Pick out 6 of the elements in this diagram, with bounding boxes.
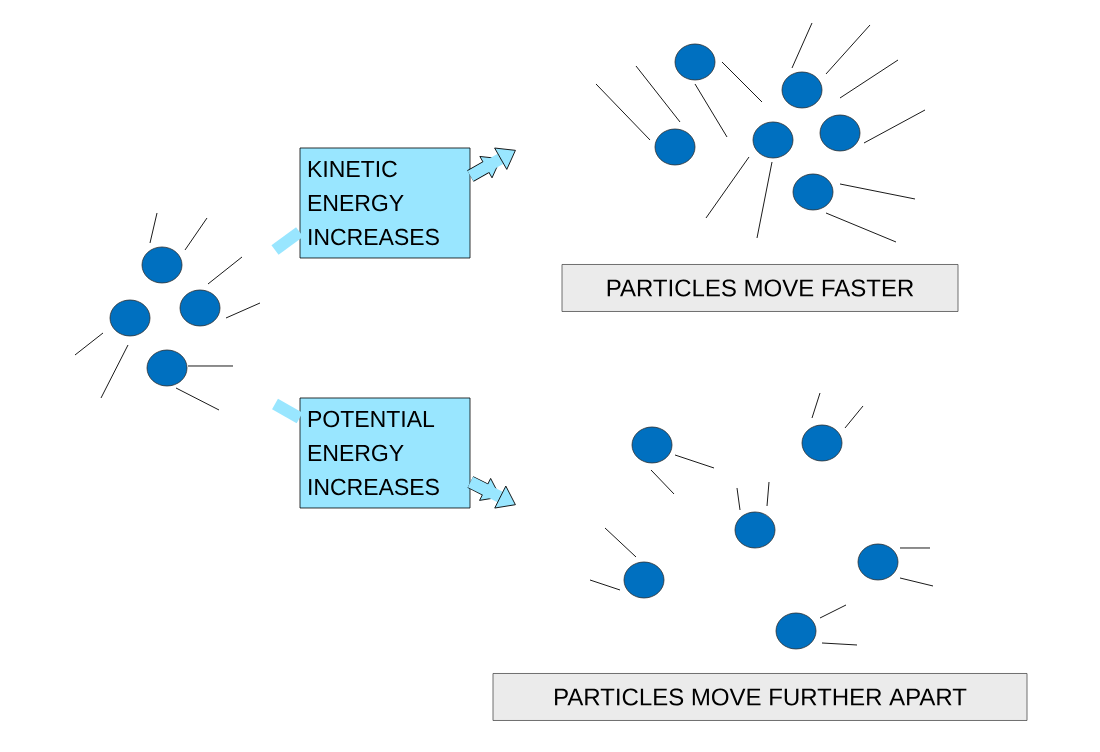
arrow: [467, 476, 516, 509]
statement-box: PARTICLES MOVE FASTER: [561, 264, 959, 312]
energy-box: KINETIC ENERGY INCREASES: [299, 147, 471, 259]
energy-box: POTENTIAL ENERGY INCREASES: [299, 397, 471, 509]
statement-box: PARTICLES MOVE FURTHER APART: [492, 673, 1028, 721]
arrow: [467, 147, 516, 182]
